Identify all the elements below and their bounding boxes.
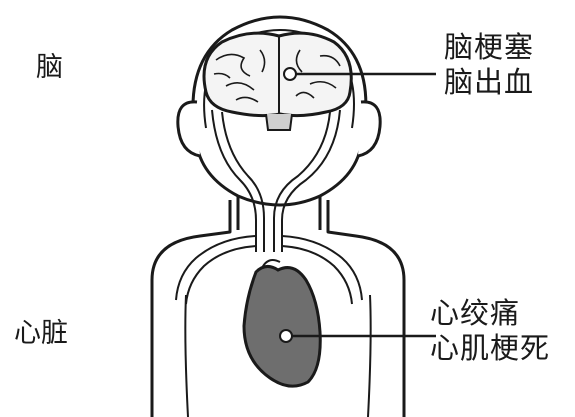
brain-organ-label: 脑 (36, 52, 63, 84)
heart-disease-item: 心绞痛 (430, 296, 550, 331)
right-ear (358, 102, 380, 156)
subclavian-left-inner (186, 246, 256, 304)
heart-callout-dot (280, 330, 292, 342)
heart-organ-label: 心脏 (14, 318, 68, 350)
left-ear (178, 102, 200, 156)
brain-disease-list: 脑梗塞 脑出血 (444, 30, 534, 100)
heart-icon (244, 266, 320, 386)
right-arm-line (368, 295, 371, 417)
brain-disease-item: 脑出血 (444, 65, 534, 100)
heart-disease-item: 心肌梗死 (430, 331, 550, 366)
heart-disease-list: 心绞痛 心肌梗死 (430, 296, 550, 366)
brain-disease-item: 脑梗塞 (444, 30, 534, 65)
left-arm-line (185, 295, 188, 417)
brain-callout-dot (284, 68, 296, 80)
